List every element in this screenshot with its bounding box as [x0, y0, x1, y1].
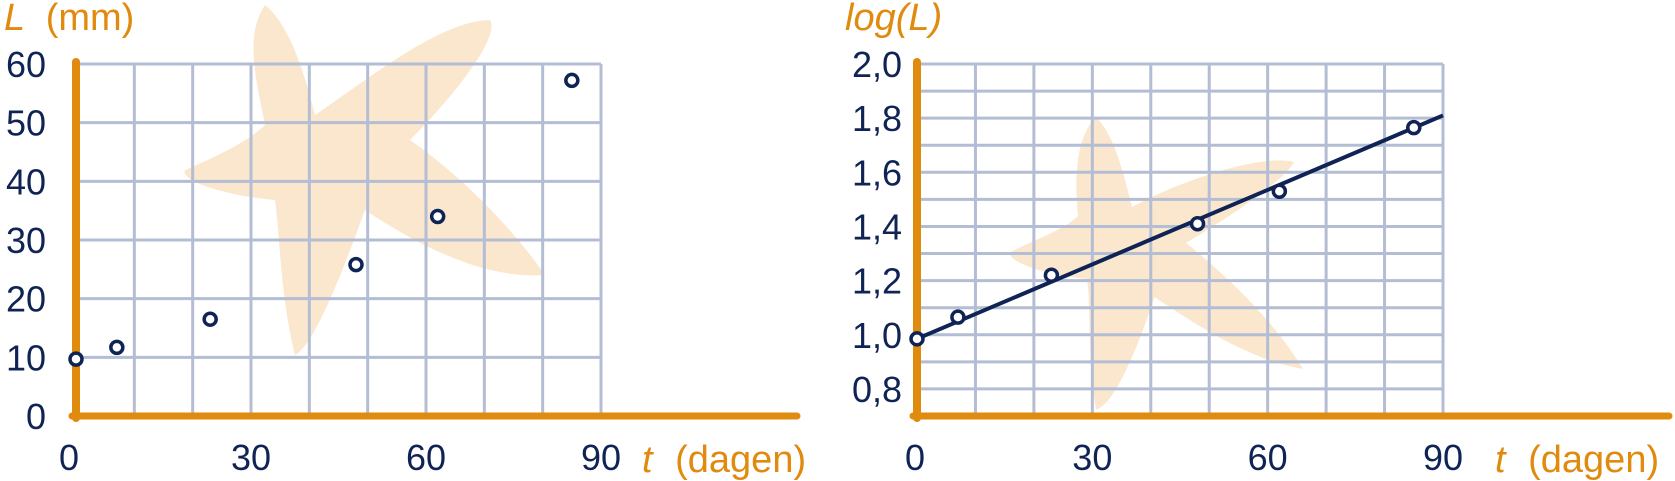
y-axis-unit: (mm) [46, 0, 135, 39]
x-tick-labels: 0 30 60 90 [905, 437, 1463, 478]
y-tick-label: 10 [6, 337, 46, 378]
y-tick-labels: 0 10 20 30 40 50 60 [6, 44, 46, 437]
chart-right: 0,8 1,0 1,2 1,4 1,6 1,8 2,0 0 30 60 90 log(L) t (… [845, 0, 1673, 481]
x-axis-unit: (dagen) [1528, 439, 1659, 481]
data-point [1043, 267, 1060, 283]
data-point [348, 256, 364, 273]
data-point [1189, 216, 1206, 232]
x-tick-label: 30 [1072, 437, 1112, 478]
data-point [564, 72, 580, 89]
data-points [68, 72, 580, 367]
y-tick-label: 30 [6, 220, 46, 261]
y-tick-labels: 0,8 1,0 1,2 1,4 1,6 1,8 2,0 [852, 44, 902, 410]
x-tick-label: 90 [581, 437, 621, 478]
y-tick-label: 1,8 [852, 98, 902, 139]
data-point [429, 208, 446, 225]
data-point [202, 311, 218, 327]
y-tick-label: 2,0 [852, 44, 902, 85]
data-point [109, 339, 125, 356]
grid [76, 62, 603, 416]
x-axis-unit: (dagen) [675, 439, 806, 481]
x-tick-label: 90 [1423, 437, 1463, 478]
x-axis-label: t (dagen) [1495, 439, 1659, 481]
x-tick-label: 0 [59, 437, 79, 478]
fit-line [916, 113, 1444, 341]
y-tick-label: 1,4 [852, 206, 902, 247]
starfish-icon [1010, 116, 1303, 410]
y-tick-label: 40 [6, 161, 46, 202]
y-tick-label: 1,2 [852, 261, 902, 302]
data-point [950, 309, 966, 325]
x-axis-label: t (dagen) [642, 439, 806, 481]
x-axis-symbol: t [1495, 439, 1507, 481]
data-points [909, 119, 1422, 347]
y-tick-label: 50 [6, 103, 46, 144]
data-point [909, 331, 925, 347]
y-tick-label: 0 [26, 396, 46, 437]
x-tick-label: 0 [905, 437, 925, 478]
x-tick-labels: 0 30 60 90 [59, 437, 621, 478]
y-axis-label: log(L) [845, 0, 942, 39]
y-tick-label: 1,0 [852, 315, 902, 356]
y-tick-label: 60 [6, 44, 46, 85]
data-point [1271, 183, 1288, 200]
grid [917, 62, 1445, 416]
x-tick-label: 30 [231, 437, 271, 478]
x-tick-label: 60 [406, 437, 446, 478]
data-point [1406, 119, 1422, 136]
y-axis-symbol: L [4, 0, 25, 39]
data-point [68, 351, 84, 367]
y-axis-label: L (mm) [4, 0, 134, 39]
y-tick-label: 1,6 [852, 152, 902, 193]
x-tick-label: 60 [1248, 437, 1288, 478]
y-tick-label: 20 [6, 279, 46, 320]
chart-left: 0 10 20 30 40 50 60 0 30 60 90 L (mm) t (dagen) [4, 0, 806, 481]
x-axis-symbol: t [642, 439, 654, 481]
y-tick-label: 0,8 [852, 369, 902, 410]
